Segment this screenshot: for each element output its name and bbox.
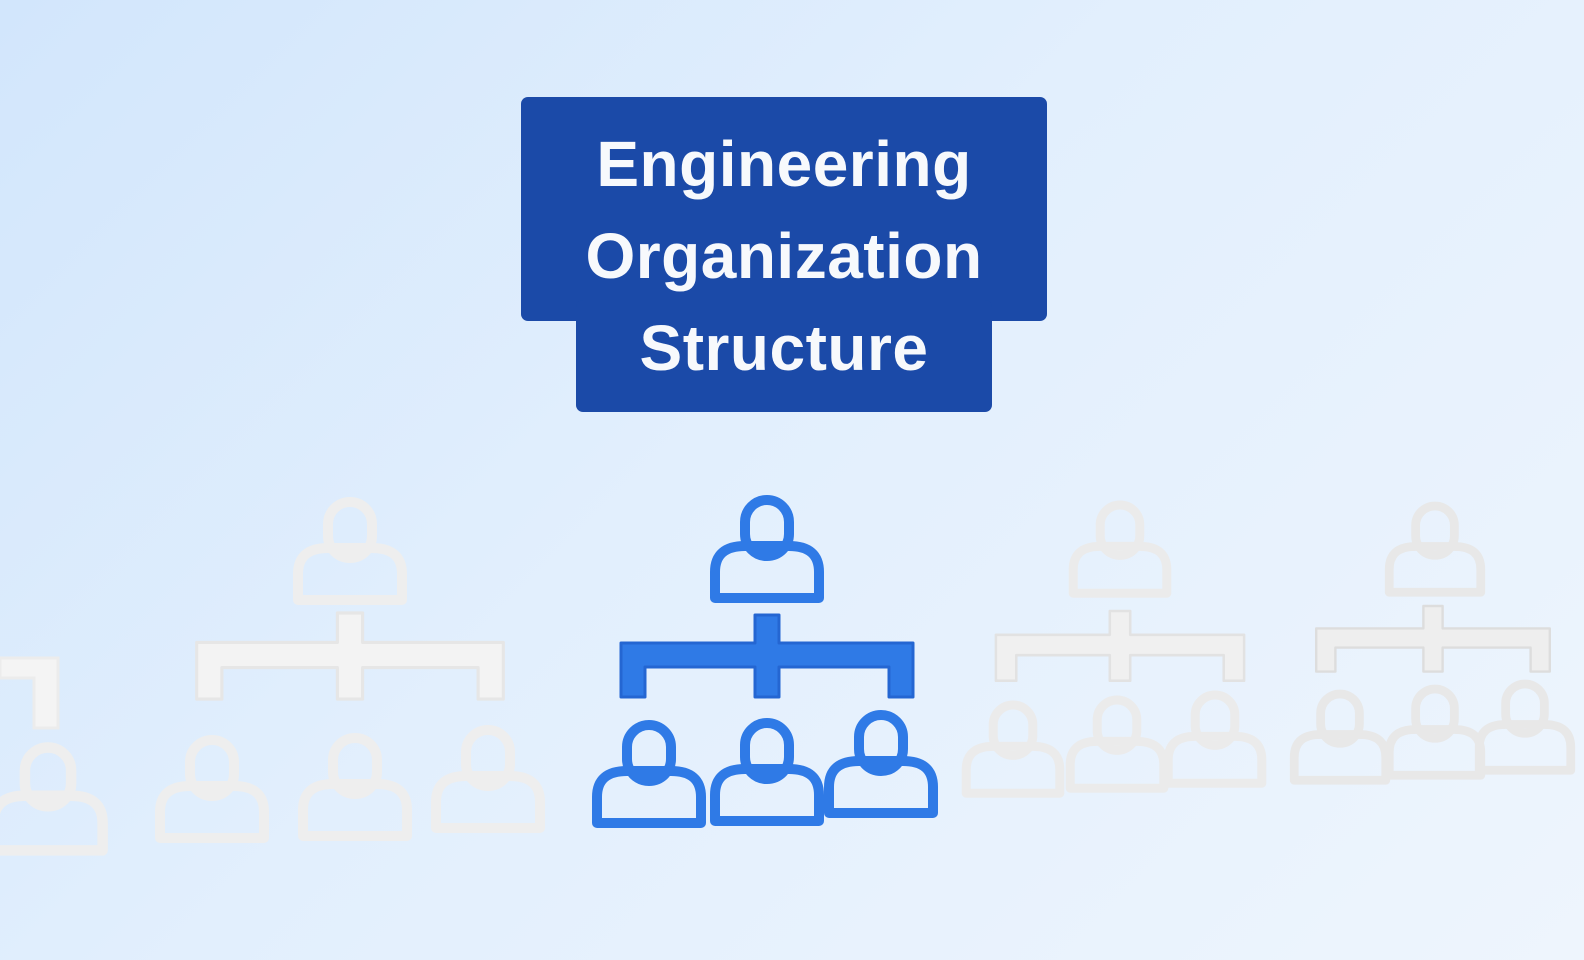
org-chart-icon-center-highlight	[585, 490, 955, 840]
title-line-2: Organization	[585, 220, 983, 292]
org-chart-icon-right	[955, 495, 1275, 815]
title-line-3: Structure	[639, 312, 929, 384]
title-banner-bottom	[576, 300, 992, 412]
org-chart-icon-left	[150, 490, 560, 860]
title-line-1: Engineering	[596, 128, 972, 200]
org-chart-icon-far-left	[0, 656, 130, 870]
page-title: Engineering Organization Structure	[521, 118, 1047, 394]
title-banner-top	[521, 97, 1047, 321]
org-chart-icon-far-right	[1285, 498, 1575, 798]
